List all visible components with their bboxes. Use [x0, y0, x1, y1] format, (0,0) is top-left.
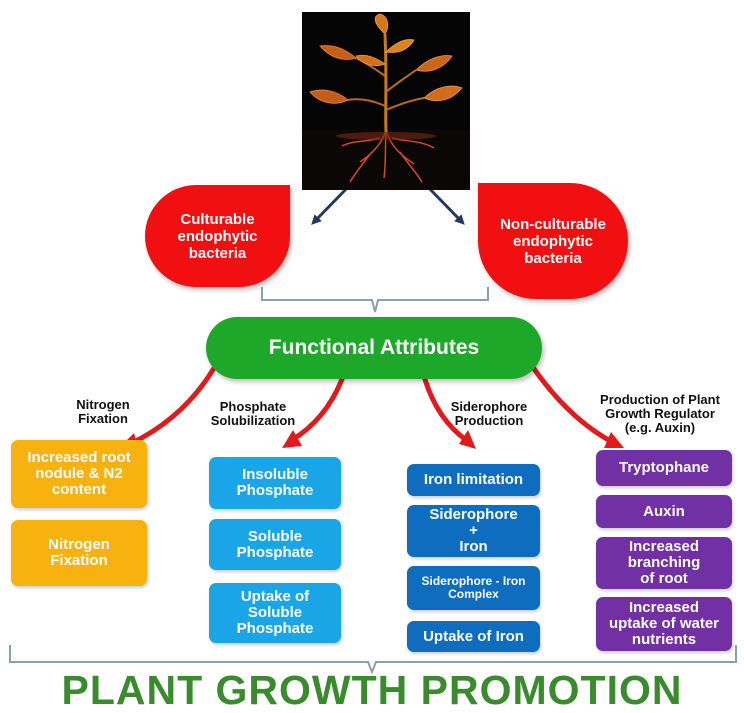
box-siderophore-iron-complex: Siderophore - Iron Complex — [407, 566, 540, 610]
functional-attributes: Functional Attributes — [206, 317, 542, 379]
category-label-siderophore: Siderophore Production — [450, 399, 528, 428]
box-soluble-phosphate: Soluble Phosphate — [209, 519, 341, 570]
bacteria-brace — [261, 287, 489, 313]
box-tryptophane: Tryptophane — [596, 450, 732, 486]
bottom-brace — [9, 645, 737, 675]
functional-attributes-label: Functional Attributes — [268, 336, 480, 359]
arrowhead-regulator — [604, 432, 624, 448]
non-culturable-bacteria: Non-culturable endophytic bacteria — [478, 183, 628, 299]
culturable-bacteria-label: Culturable endophytic bacteria — [177, 210, 258, 262]
arrow-siderophore — [421, 375, 468, 443]
category-label-regulator: Production of Plant Growth Regulator (e.… — [600, 392, 720, 435]
culturable-bacteria: Culturable endophytic bacteria — [145, 185, 290, 287]
plant-growth-promotion-title: PLANT GROWTH PROMOTION — [61, 667, 683, 713]
plant-image — [302, 12, 470, 190]
box-siderophore-iron: Siderophore + Iron — [407, 505, 540, 557]
arrow-regulator — [529, 364, 614, 445]
category-label-nitrogen: Nitrogen Fixation — [76, 397, 130, 426]
box-iron-limitation: Iron limitation — [407, 464, 540, 496]
box-increased-uptake: Increased uptake of water nutrients — [596, 597, 732, 651]
box-insoluble-phosphate: Insoluble Phosphate — [209, 457, 341, 509]
box-increased-branching: Increased branching of root — [596, 537, 732, 589]
arrowhead-siderophore — [459, 430, 476, 449]
arrow-nitrogen — [128, 366, 217, 447]
box-uptake-soluble-phosphate: Uptake of Soluble Phosphate — [209, 583, 341, 643]
box-uptake-of-iron: Uptake of Iron — [407, 621, 540, 652]
arrow-phosphate — [290, 373, 347, 443]
box-nitrogen-fixation: Nitrogen Fixation — [11, 520, 147, 586]
arrowhead-phosphate — [282, 430, 302, 448]
box-auxin: Auxin — [596, 495, 732, 528]
category-label-phosphate: Phosphate Solubilization — [210, 399, 296, 428]
box-increased-root-nodule: Increased root nodule & N2 content — [11, 440, 147, 508]
non-culturable-bacteria-label: Non-culturable endophytic bacteria — [500, 215, 606, 267]
